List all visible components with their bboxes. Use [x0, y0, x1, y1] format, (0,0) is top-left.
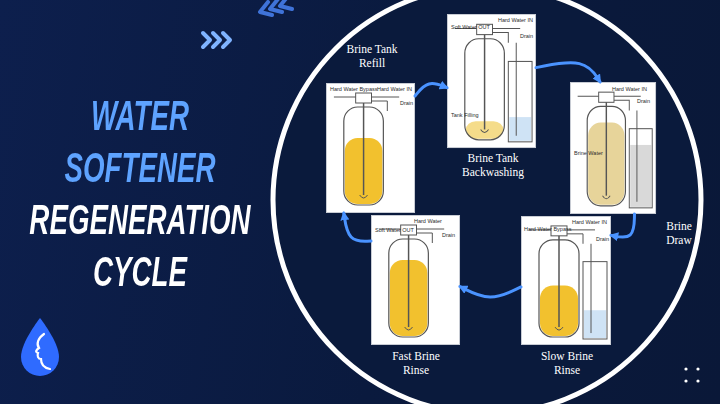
part-label: Hard Water [414, 218, 442, 224]
part-label: Drain [400, 100, 413, 106]
stage-label: Brine Tank Backwashing [457, 151, 529, 179]
part-label: Drain [637, 98, 650, 104]
part-label: Drain [596, 236, 609, 242]
cycle-arrow [460, 287, 521, 297]
part-label: Tank Filling [451, 112, 479, 118]
tank-illustration [326, 83, 415, 213]
frame-circle [273, 0, 701, 404]
stage-box: Slow Brine Rinse [521, 216, 611, 345]
title-text: WATER SOFTENER REGENERATION CYCLE [28, 90, 252, 298]
tank-illustration [447, 14, 536, 148]
part-label: Hard Water IN [377, 86, 412, 92]
tank-illustration [521, 216, 611, 345]
part-label: Soft Water OUT [451, 24, 490, 30]
part-label: Drain [520, 33, 533, 39]
part-label: Drain [442, 232, 455, 238]
tank-illustration [371, 215, 460, 345]
stage-label: Brine Tank Refill [341, 42, 403, 70]
tank-illustration [570, 82, 656, 214]
stage-label: Fast Brine Rinse [386, 349, 446, 377]
stage-label: Brine Draw [659, 219, 699, 247]
dot-grid [684, 367, 699, 382]
chevrons [260, 0, 292, 15]
cycle-arrow [611, 214, 635, 237]
part-label: Hard Water IN [612, 86, 647, 92]
part-label: Hard Water IN [572, 219, 607, 225]
cycle-arrow [415, 84, 447, 96]
chevrons [203, 33, 230, 47]
part-label: Soft Water OUT [375, 227, 414, 233]
part-label: Hard Water IN [498, 17, 533, 23]
part-label: Hard Water Bypass [524, 226, 571, 232]
cycle-arrow [536, 63, 600, 82]
part-label: Hard Water Bypass [330, 86, 377, 92]
logo-drop [21, 318, 59, 376]
cycle-arrow [344, 213, 371, 241]
stage-label: Slow Brine Rinse [537, 349, 597, 377]
part-label: Brine Water [574, 150, 603, 156]
